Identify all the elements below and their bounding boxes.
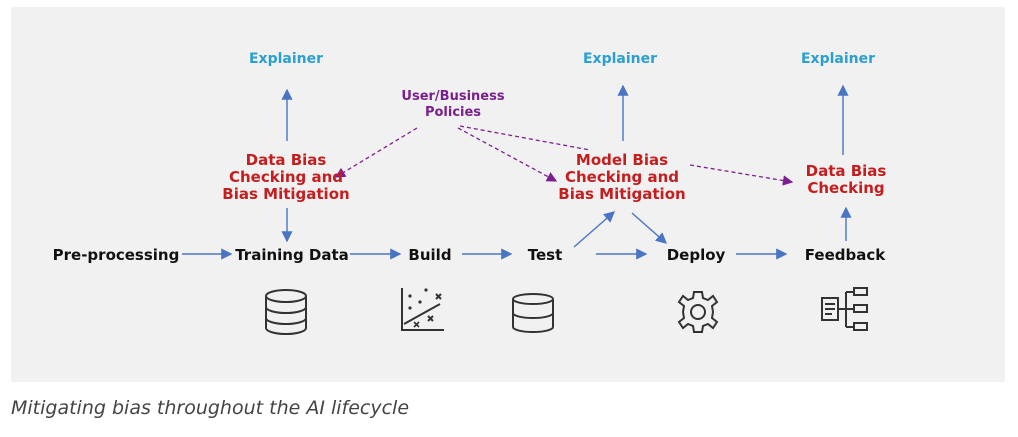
stage-test: Test bbox=[527, 246, 563, 264]
figure-caption: Mitigating bias throughout the AI lifecy… bbox=[11, 397, 410, 419]
gear-icon bbox=[675, 289, 721, 339]
stage-feedback: Feedback bbox=[804, 246, 886, 264]
diagram-panel bbox=[11, 7, 1005, 382]
policy-arrow-to-databias bbox=[334, 127, 418, 178]
policy-arrow-to-modelbias bbox=[457, 127, 558, 182]
explainer-left-label: Explainer bbox=[248, 51, 324, 67]
model-bias-mitigation-label: Model Bias Checking and Bias Mitigation bbox=[558, 151, 686, 203]
database-icon bbox=[509, 292, 557, 338]
user-business-policies-label: User/Business Policies bbox=[401, 89, 505, 120]
scatter-plot-icon bbox=[398, 286, 446, 338]
data-bias-checking-label: Data Bias Checking bbox=[805, 162, 887, 197]
arrow-test-to-modelbias bbox=[573, 211, 616, 248]
arrow-modelbias-to-deploy bbox=[631, 212, 668, 244]
stage-build: Build bbox=[408, 246, 452, 264]
explainer-right-label: Explainer bbox=[800, 51, 876, 67]
hierarchy-icon bbox=[820, 286, 870, 338]
policy-arrow-to-databiascheck bbox=[689, 164, 794, 186]
database-icon bbox=[262, 288, 310, 340]
stage-training-data: Training Data bbox=[235, 246, 349, 264]
stage-preprocessing: Pre-processing bbox=[52, 246, 180, 264]
policy-line-long bbox=[459, 125, 591, 151]
stage-deploy: Deploy bbox=[666, 246, 726, 264]
explainer-middle-label: Explainer bbox=[582, 51, 658, 67]
data-bias-mitigation-label: Data Bias Checking and Bias Mitigation bbox=[222, 151, 350, 203]
